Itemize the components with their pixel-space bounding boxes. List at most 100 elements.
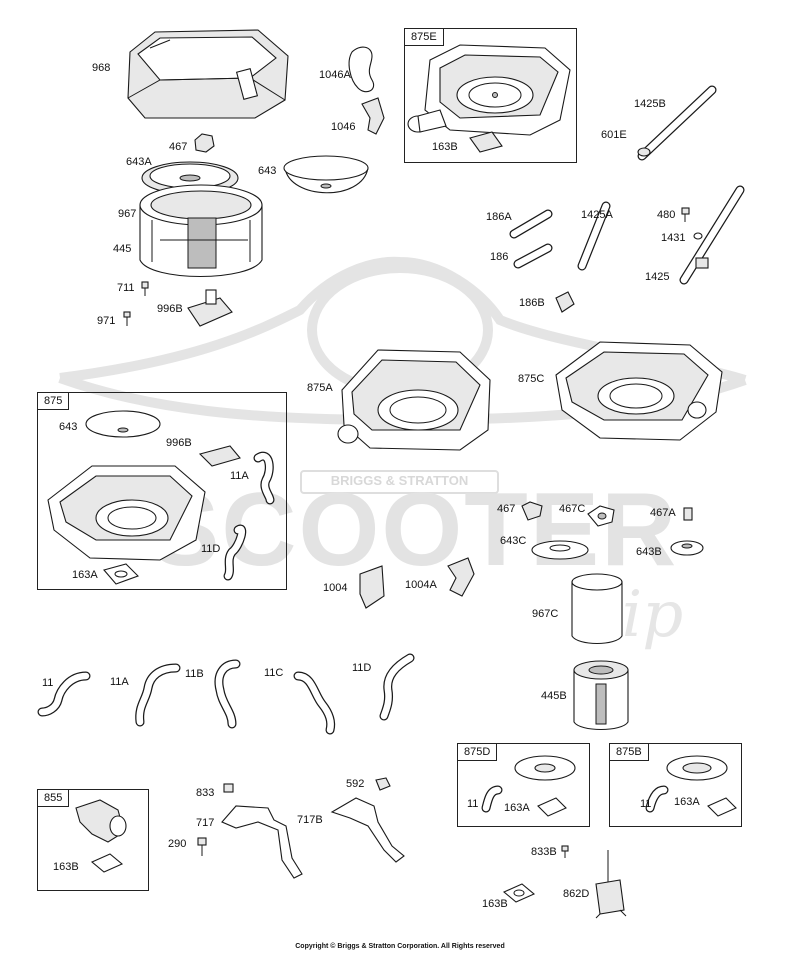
label-875b-163a: 163A bbox=[674, 796, 700, 808]
label-480: 480 bbox=[657, 209, 676, 221]
label-875d-163a: 163A bbox=[504, 802, 530, 814]
label-717b: 717B bbox=[297, 814, 323, 826]
part-833b-screw-icon bbox=[561, 845, 569, 858]
label-hose-11d: 11D bbox=[352, 662, 372, 674]
watermark-brand: BRIGGS & STRATTON bbox=[300, 470, 499, 494]
part-186a-fitting-icon bbox=[509, 209, 553, 239]
label-1046a: 1046A bbox=[319, 69, 351, 81]
part-1425a-tube-icon bbox=[577, 201, 611, 271]
part-875b-163a-gasket-icon bbox=[707, 797, 737, 817]
label-1425: 1425 bbox=[645, 271, 670, 283]
part-467-knob-2-icon bbox=[521, 501, 543, 521]
label-hose-11b: 11B bbox=[185, 668, 204, 680]
label-833b: 833B bbox=[531, 846, 557, 858]
group-box-label: 875B bbox=[610, 744, 649, 761]
group-box-875d: 875D bbox=[457, 743, 590, 827]
part-1425b-tube-icon bbox=[637, 85, 717, 161]
part-875-11a-hose-icon bbox=[253, 451, 275, 505]
part-1004a-seal-icon bbox=[447, 557, 475, 597]
part-290-screw-icon bbox=[197, 837, 207, 856]
group-box-label: 855 bbox=[38, 790, 70, 807]
group-box-label: 875E bbox=[405, 29, 444, 46]
group-box-label: 875 bbox=[38, 393, 70, 410]
part-875a-base-icon bbox=[337, 349, 491, 451]
label-1425a: 1425A bbox=[581, 209, 613, 221]
label-1425b: 1425B bbox=[634, 98, 666, 110]
part-862d-stud-icon bbox=[595, 850, 627, 919]
part-480-screw-icon bbox=[681, 207, 690, 222]
part-875d-163a-gasket-icon bbox=[537, 797, 567, 817]
part-875b-cover-icon bbox=[666, 755, 728, 781]
part-445b-filter-icon bbox=[573, 660, 629, 730]
copyright-footer: Copyright © Briggs & Stratton Corporatio… bbox=[295, 943, 505, 950]
part-875d-cover-icon bbox=[514, 755, 576, 781]
label-1046: 1046 bbox=[331, 121, 356, 133]
part-875-11d-hose-icon bbox=[223, 524, 247, 581]
label-875e-163b: 163B bbox=[432, 141, 458, 153]
part-186b-fitting-icon bbox=[555, 291, 575, 313]
label-186b: 186B bbox=[519, 297, 545, 309]
label-875b-11: 11 bbox=[640, 798, 652, 810]
label-875d-11: 11 bbox=[467, 798, 479, 810]
part-11d-hose-icon bbox=[379, 653, 415, 721]
label-862d: 862D bbox=[563, 888, 590, 900]
label-875-163a: 163A bbox=[72, 569, 98, 581]
part-875-base-icon bbox=[47, 465, 206, 561]
label-445: 445 bbox=[113, 243, 132, 255]
part-1046a-seal-icon bbox=[348, 46, 375, 93]
part-967-filter-icon bbox=[139, 184, 263, 277]
part-467c-knob-icon bbox=[587, 505, 615, 527]
part-875e-base-icon bbox=[407, 44, 571, 153]
part-1431-washer-icon bbox=[693, 232, 703, 240]
part-875c-base-icon bbox=[555, 341, 723, 441]
label-643c: 643C bbox=[500, 535, 527, 547]
group-box-875: 875 bbox=[37, 392, 287, 590]
label-1004a: 1004A bbox=[405, 579, 437, 591]
label-643a: 643A bbox=[126, 156, 152, 168]
group-box-875b: 875B bbox=[609, 743, 742, 827]
part-643-cup-icon bbox=[283, 155, 369, 194]
label-467: 467 bbox=[169, 141, 188, 153]
part-967c-filter-icon bbox=[571, 573, 623, 645]
label-445b: 445B bbox=[541, 690, 567, 702]
part-467a-knob-icon bbox=[683, 507, 693, 521]
label-643: 643 bbox=[258, 165, 277, 177]
part-11b-hose-icon bbox=[214, 659, 241, 729]
label-833: 833 bbox=[196, 787, 215, 799]
part-875-643-cup-icon bbox=[85, 410, 161, 438]
part-711-screw-icon bbox=[141, 281, 149, 296]
label-hose-11: 11 bbox=[42, 677, 54, 689]
part-1425-tube-icon bbox=[679, 185, 745, 285]
label-968: 968 bbox=[92, 62, 111, 74]
part-855-elbow-icon bbox=[75, 799, 127, 843]
label-hose-11c: 11C bbox=[264, 667, 284, 679]
part-11a-hose-icon bbox=[135, 663, 181, 727]
label-875-643: 643 bbox=[59, 421, 78, 433]
label-163b-bottom: 163B bbox=[482, 898, 508, 910]
part-163b-bottom-gasket-icon bbox=[502, 883, 536, 903]
label-875c: 875C bbox=[518, 373, 545, 385]
label-875-996b: 996B bbox=[166, 437, 192, 449]
part-875d-11-hose-icon bbox=[481, 785, 503, 813]
label-1004: 1004 bbox=[323, 582, 348, 594]
label-290: 290 bbox=[168, 838, 187, 850]
part-1004-seal-icon bbox=[359, 565, 385, 609]
label-186a: 186A bbox=[486, 211, 512, 223]
part-996b-gasket-icon bbox=[187, 289, 233, 327]
label-hose-11a: 11A bbox=[110, 676, 129, 688]
label-467c: 467C bbox=[559, 503, 586, 515]
part-717-bracket-icon bbox=[221, 805, 303, 879]
label-875-11a: 11A bbox=[230, 470, 249, 482]
part-971-screw-icon bbox=[123, 311, 131, 326]
label-643b: 643B bbox=[636, 546, 662, 558]
group-box-label: 875D bbox=[458, 744, 498, 761]
label-186: 186 bbox=[490, 251, 509, 263]
label-467a: 467A bbox=[650, 507, 676, 519]
label-717: 717 bbox=[196, 817, 215, 829]
group-box-875e: 875E bbox=[404, 28, 577, 163]
label-855-163b: 163B bbox=[53, 861, 79, 873]
label-996b: 996B bbox=[157, 303, 183, 315]
part-592-nut-icon bbox=[375, 777, 391, 791]
